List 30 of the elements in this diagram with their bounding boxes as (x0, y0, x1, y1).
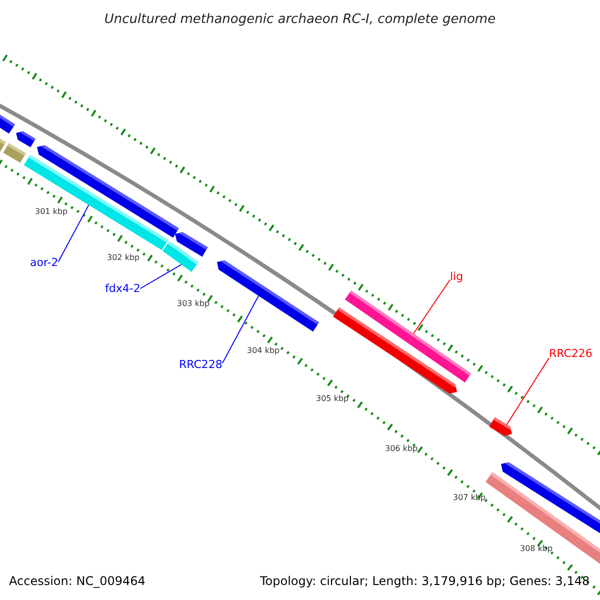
gene-bar (16, 131, 36, 148)
gene-label: RRC226 (549, 347, 592, 360)
gene-label: fdx4-2 (105, 282, 140, 295)
gene-label: aor-2 (30, 256, 58, 269)
gene-bar (344, 290, 472, 382)
diagram-title: Uncultured methanogenic archaeon RC-I, complete genome (104, 11, 496, 29)
gene-bar (3, 143, 26, 163)
leader-line (506, 358, 550, 425)
position-label: 303 kbp (177, 300, 210, 308)
gene-bar (37, 145, 179, 238)
genome-info-text: Accession: NC_009464 (9, 575, 146, 587)
position-label: 305 kbp (316, 395, 349, 403)
position-label: 307 kbp (453, 494, 486, 502)
leader-line (58, 204, 90, 262)
gene-bar (217, 260, 319, 332)
gene-bar (0, 113, 15, 134)
position-label: 302 kbp (107, 254, 140, 262)
position-label: 301 kbp (35, 208, 68, 216)
position-label: 308 kbp (520, 545, 553, 553)
leader-line (140, 264, 182, 289)
position-label: 306 kbp (385, 445, 418, 453)
position-label: 304 kbp (247, 347, 280, 355)
gene-bar (501, 462, 600, 535)
leader-line (413, 279, 450, 334)
leader-line (222, 295, 260, 364)
gene-label: RRC228 (179, 358, 222, 371)
gene-label: lig (450, 270, 464, 283)
gene-bar (175, 232, 208, 257)
gene-bar (0, 137, 6, 152)
gene-bar (489, 417, 512, 436)
